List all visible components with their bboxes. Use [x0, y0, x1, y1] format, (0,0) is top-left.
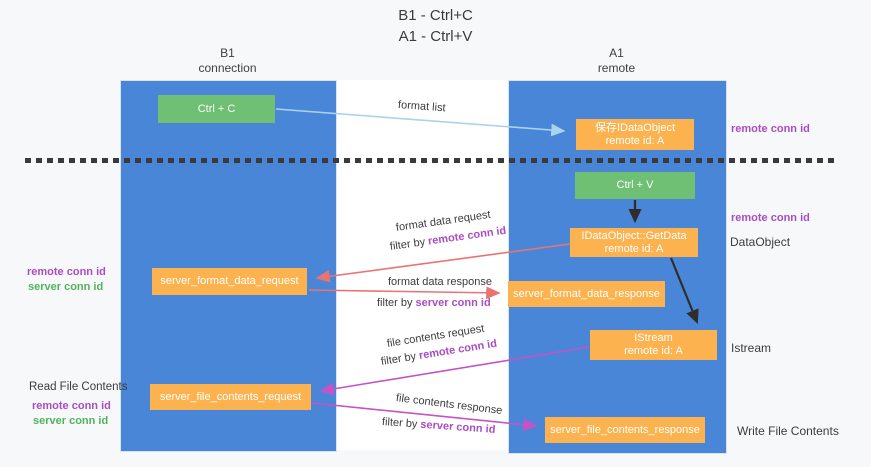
annotation-remote-conn-id-mid: remote conn id	[731, 212, 810, 224]
lane-b1-name: B1	[220, 46, 235, 60]
lane-a1-name: A1	[609, 46, 624, 60]
node-server-format-data-request-label: server_format_data_request	[160, 275, 299, 287]
lane-a1-role: remote	[597, 61, 636, 75]
title-line-2: A1 - Ctrl+V	[398, 28, 473, 45]
annotation-left-file-server-conn-id: server conn id	[33, 415, 109, 427]
lane-b1-role: connection	[198, 61, 257, 75]
node-server-format-data-response-label: server_format_data_response	[513, 287, 660, 300]
node-server-file-contents-response-label: server_file_contents_response	[550, 423, 700, 436]
node-istream-line1: IStream	[634, 332, 673, 344]
annotation-left-format-remote-conn-id: remote conn id	[27, 266, 106, 278]
node-server-format-data-request: server_format_data_request	[152, 268, 307, 295]
filter-prefix: filter by	[377, 297, 413, 309]
node-idataobject-getdata: IDataObject::GetData remote id: A	[570, 228, 698, 257]
node-ctrl-c-label: Ctrl + C	[197, 102, 236, 115]
annotation-dataobject: DataObject	[730, 235, 791, 249]
node-getdata-line1: IDataObject::GetData	[581, 229, 687, 242]
node-server-file-contents-request: server_file_contents_request	[150, 384, 311, 410]
node-getdata-line2: remote id: A	[604, 242, 664, 255]
session-divider-dashed-line	[25, 158, 838, 163]
annotation-remote-conn-id-top: remote conn id	[731, 123, 810, 135]
node-ctrl-v-label: Ctrl + V	[616, 179, 654, 191]
node-ctrl-v: Ctrl + V	[575, 172, 695, 199]
title-line-1: B1 - Ctrl+C	[398, 7, 473, 24]
annotation-istream: Istream	[731, 341, 772, 355]
filter-key-server-conn-id: server conn id	[415, 297, 491, 309]
label-format-data-response: format data response	[388, 276, 492, 288]
node-istream-line2: remote id: A	[624, 345, 683, 357]
node-ctrl-c: Ctrl + C	[158, 95, 275, 123]
node-save-idataobject-line2: remote id: A	[605, 134, 665, 147]
node-save-idataobject-line1: 保存IDataObject	[594, 121, 676, 134]
node-server-file-contents-request-label: server_file_contents_request	[159, 390, 302, 403]
node-save-idataobject: 保存IDataObject remote id: A	[576, 119, 694, 150]
lane-header-a1: A1 remote	[508, 46, 725, 76]
annotation-write-file-contents: Write File Contents	[737, 424, 839, 438]
node-server-format-data-response: server_format_data_response	[508, 281, 665, 307]
annotation-left-file-remote-conn-id: remote conn id	[32, 400, 111, 412]
node-server-file-contents-response: server_file_contents_response	[545, 417, 705, 443]
diagram-title: B1 - Ctrl+C A1 - Ctrl+V	[0, 5, 871, 47]
filter-prefix: filter by	[381, 416, 418, 431]
node-istream: IStream remote id: A	[590, 330, 717, 360]
annotation-left-format-server-conn-id: server conn id	[28, 281, 104, 293]
annotation-read-file-contents: Read File Contents	[29, 381, 128, 393]
lane-header-b1: B1 connection	[120, 46, 335, 76]
